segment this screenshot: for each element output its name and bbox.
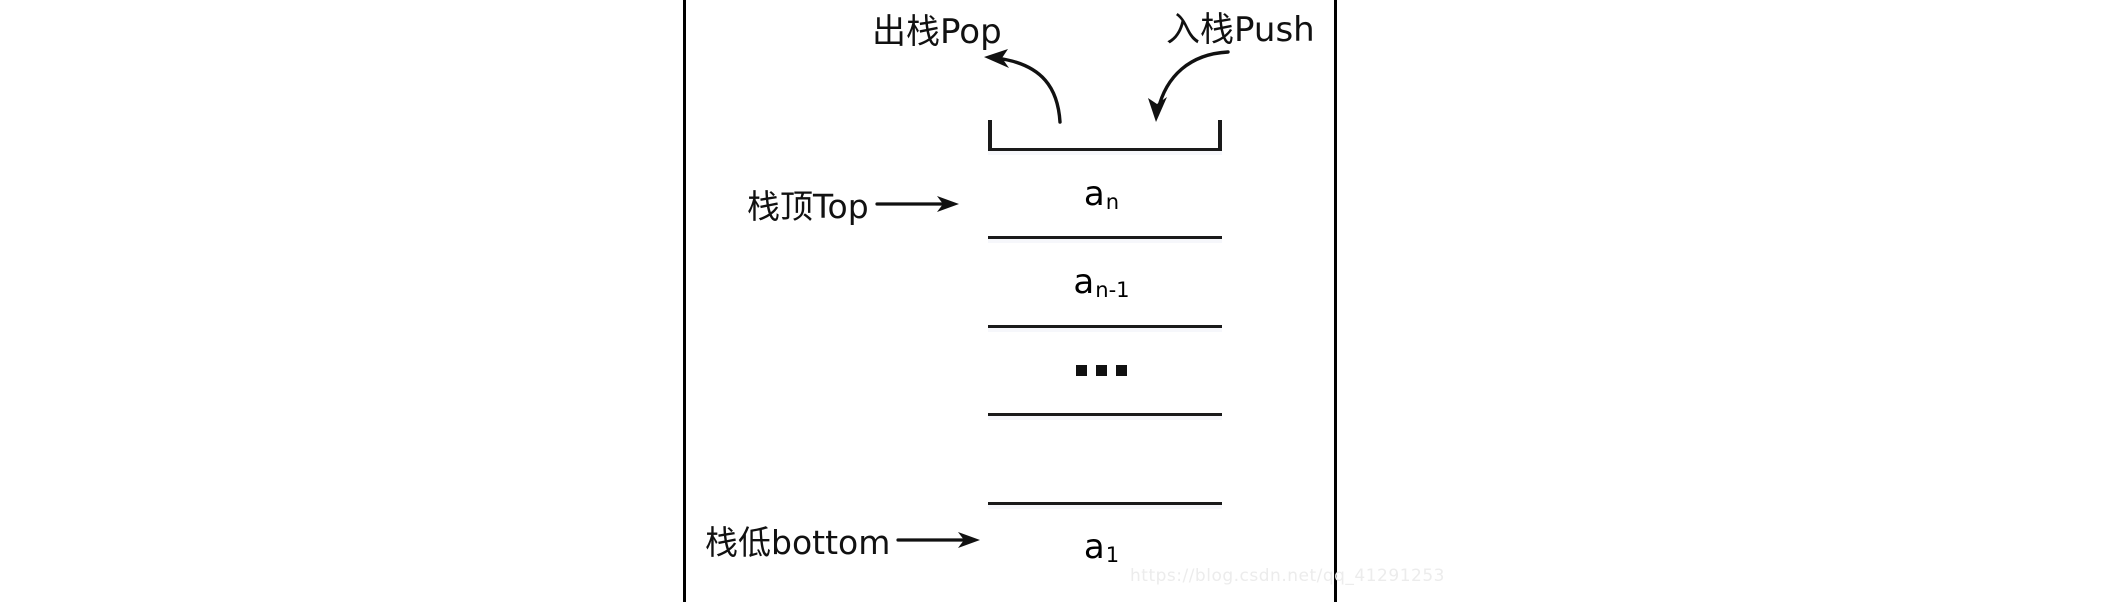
stack-cell-ellipsis[interactable] [988, 324, 1222, 414]
stack-bottom-label: 栈低bottom [705, 523, 891, 562]
ellipsis-icon [1075, 365, 1127, 377]
pop-arrow-icon [984, 49, 1062, 124]
stack-cell-subscript: n [1105, 188, 1120, 214]
stack-cell-label: an-1 [1073, 262, 1130, 303]
stack-cell-base: a [1083, 173, 1105, 214]
stack-cell-subscript: n-1 [1095, 277, 1130, 303]
push-arrow-icon [1148, 50, 1230, 122]
stack-top-annotation: 栈顶Top [747, 180, 961, 228]
stack-cell-label: an [1083, 173, 1120, 214]
stack-cell-bottom[interactable]: a1 [988, 501, 1222, 591]
stack-bottom-annotation: 栈低bottom [705, 516, 982, 564]
stack-curved-arrows [984, 49, 1230, 124]
pop-label: 出栈Pop [872, 12, 1002, 52]
page-rule-left [683, 0, 686, 602]
stack-cell-subscript: 1 [1105, 542, 1120, 568]
watermark: https://blog.csdn.net/qq_41291253 [1130, 566, 1445, 586]
stack-cell-empty[interactable] [988, 413, 1222, 502]
stack-cell-top[interactable]: an [988, 148, 1222, 237]
page-rule-right [1334, 0, 1337, 602]
stack-cell-base: a [1083, 527, 1105, 568]
stack-top-label: 栈顶Top [747, 187, 869, 226]
stack-cells: an an-1 a1 [988, 148, 1222, 591]
stack-container: an an-1 a1 [988, 120, 1222, 591]
push-label: 入栈Push [1166, 10, 1315, 50]
stack-cell-second[interactable]: an-1 [988, 236, 1222, 325]
arrow-right-icon [875, 196, 959, 212]
arrow-right-icon [896, 532, 981, 548]
stack-cell-label: a1 [1083, 527, 1120, 568]
stack-cell-base: a [1073, 262, 1095, 303]
